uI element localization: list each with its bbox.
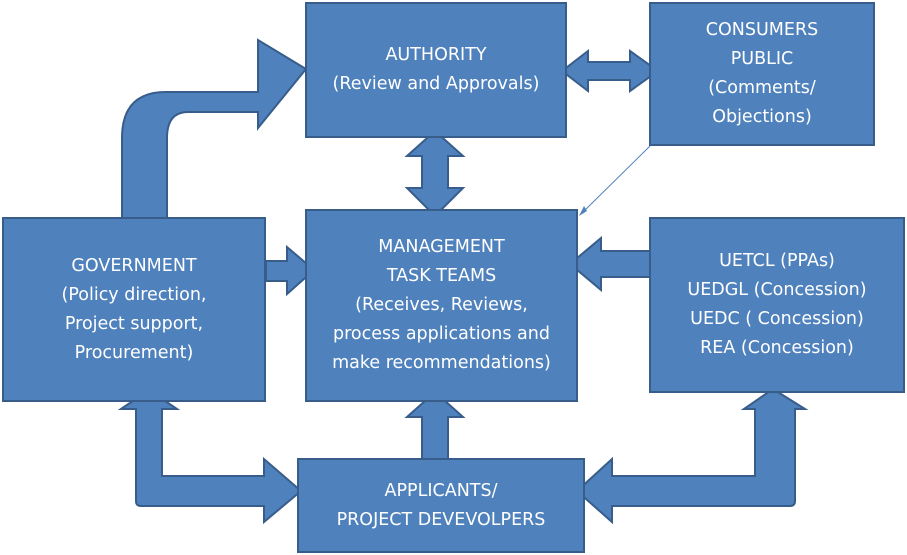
authority-line-2: (Review and Approvals) (332, 74, 540, 94)
consumers-box: CONSUMERS PUBLIC (Comments/ Objections) (649, 2, 875, 146)
arrow-authority-consumers (560, 48, 660, 94)
management-box: MANAGEMENT TASK TEAMS (Receives, Reviews… (305, 209, 578, 402)
government-line-3: Project support, (64, 313, 204, 334)
arrow-government-applicants (117, 388, 303, 525)
government-line-2: (Policy direction, (61, 284, 207, 305)
applicants-line-1: APPLICANTS/ (384, 480, 498, 501)
arrow-authority-management (404, 129, 466, 218)
management-line-5: make recommendations) (332, 353, 551, 373)
utilities-line-1: UETCL (PPAs) (719, 251, 835, 271)
applicants-box: APPLICANTS/ PROJECT DEVEVOLPERS (297, 458, 585, 553)
utilities-line-3: UEDC ( Concession) (690, 309, 864, 329)
arrow-utilities-applicants (575, 387, 809, 525)
management-line-2: TASK TEAMS (386, 266, 497, 286)
consumers-line-2: PUBLIC (730, 49, 794, 69)
utilities-line-4: REA (Concession) (700, 338, 854, 358)
consumers-line-3: (Comments/ (708, 78, 816, 98)
management-line-4: process applications and (333, 324, 550, 344)
arrow-utilities-to-management (568, 235, 653, 293)
government-line-4: Procurement) (74, 342, 194, 363)
utilities-line-2: UEDGL (Concession) (687, 280, 867, 300)
arrow-government-to-management (265, 244, 316, 297)
utilities-box: UETCL (PPAs) UEDGL (Concession) UEDC ( C… (649, 217, 905, 393)
management-line-3: (Receives, Reviews, (355, 295, 528, 315)
connector-consumers-to-management (581, 145, 651, 214)
arrow-applicants-to-management (404, 390, 466, 460)
management-line-1: MANAGEMENT (378, 237, 505, 257)
government-box: GOVERNMENT (Policy direction, Project su… (2, 217, 266, 402)
applicants-line-2: PROJECT DEVEVOLPERS (336, 509, 546, 530)
connector-arrowhead (579, 206, 587, 216)
arrow-government-to-authority (121, 38, 308, 220)
authority-box: AUTHORITY (Review and Approvals) (305, 2, 567, 138)
government-line-1: GOVERNMENT (71, 255, 197, 276)
authority-line-1: AUTHORITY (385, 45, 487, 65)
consumers-line-1: CONSUMERS (705, 20, 819, 40)
consumers-line-4: Objections) (712, 107, 812, 127)
